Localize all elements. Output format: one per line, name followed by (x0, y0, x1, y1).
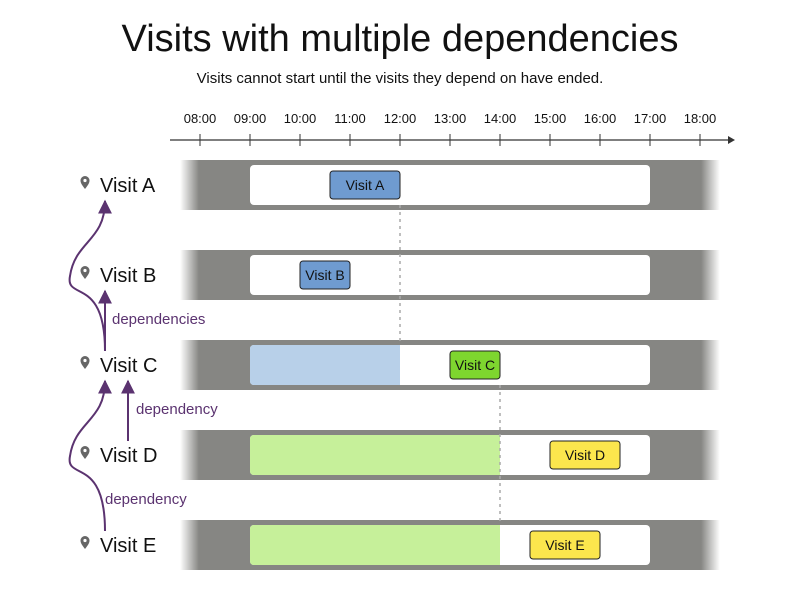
row-label: Visit D (100, 445, 157, 467)
visit-row: Visit A Visit A (80, 160, 720, 210)
visit-row: Visit C Visit C (80, 340, 720, 390)
dependency-guides (399, 205, 501, 525)
visit-block[interactable] (529, 530, 601, 560)
axis-tick-label: 10:00 (284, 111, 317, 126)
map-pin-icon (80, 176, 90, 189)
blocked-period (250, 345, 400, 385)
visit-row: Visit D Visit D (80, 430, 720, 480)
row-label: Visit A (100, 175, 156, 197)
visit-block-label: Visit C (455, 357, 495, 373)
availability-window (250, 165, 650, 205)
dependency-label: dependency (136, 401, 218, 418)
axis-tick-label: 09:00 (234, 111, 267, 126)
diagram-title: Visits with multiple dependencies (121, 18, 679, 60)
dependency-arrow (68, 379, 112, 532)
dependency-label: dependency (105, 491, 187, 508)
blocked-period (250, 525, 500, 565)
axis-tick-label: 16:00 (584, 111, 617, 126)
row-label: Visit C (100, 355, 157, 377)
dependency-group: dependency (121, 379, 218, 441)
axis-tick-label: 14:00 (484, 111, 517, 126)
dependency-group: dependency (68, 379, 187, 532)
visit-block[interactable] (329, 170, 401, 200)
axis-tick-label: 15:00 (534, 111, 567, 126)
visit-block-label: Visit E (545, 537, 584, 553)
map-pin-icon (80, 536, 90, 549)
dependency-label: dependencies (112, 311, 205, 328)
axis-tick-label: 13:00 (434, 111, 467, 126)
diagram-subtitle: Visits cannot start until the visits the… (196, 70, 604, 87)
axis-tick-label: 12:00 (384, 111, 417, 126)
visit-block-label: Visit A (346, 177, 385, 193)
visit-block[interactable] (549, 440, 621, 470)
row-label: Visit E (100, 535, 156, 557)
row-label: Visit B (100, 265, 156, 287)
axis-tick-label: 08:00 (184, 111, 217, 126)
map-pin-icon (80, 356, 90, 369)
dependency-group: dependencies (68, 199, 205, 352)
axis-tick-label: 11:00 (334, 111, 366, 126)
time-axis: 08:00 09:00 10:00 11:00 12:00 13:00 14:00 15:00… (170, 111, 735, 146)
dependency-arrow (68, 199, 112, 352)
axis-tick-label: 17:00 (634, 111, 667, 126)
dependency-arrows: dependencies dependency dependency (68, 199, 218, 532)
visit-block-label: Visit B (305, 267, 344, 283)
map-pin-icon (80, 446, 90, 459)
map-pin-icon (80, 266, 90, 279)
visit-block[interactable] (449, 350, 501, 380)
visit-block[interactable] (299, 260, 351, 290)
axis-arrow-icon (728, 136, 735, 144)
visit-row: Visit B Visit B (80, 250, 720, 300)
axis-tick-label: 18:00 (684, 111, 717, 126)
blocked-period (250, 435, 500, 475)
visit-row: Visit E Visit E (80, 520, 720, 570)
visit-block-label: Visit D (565, 447, 605, 463)
